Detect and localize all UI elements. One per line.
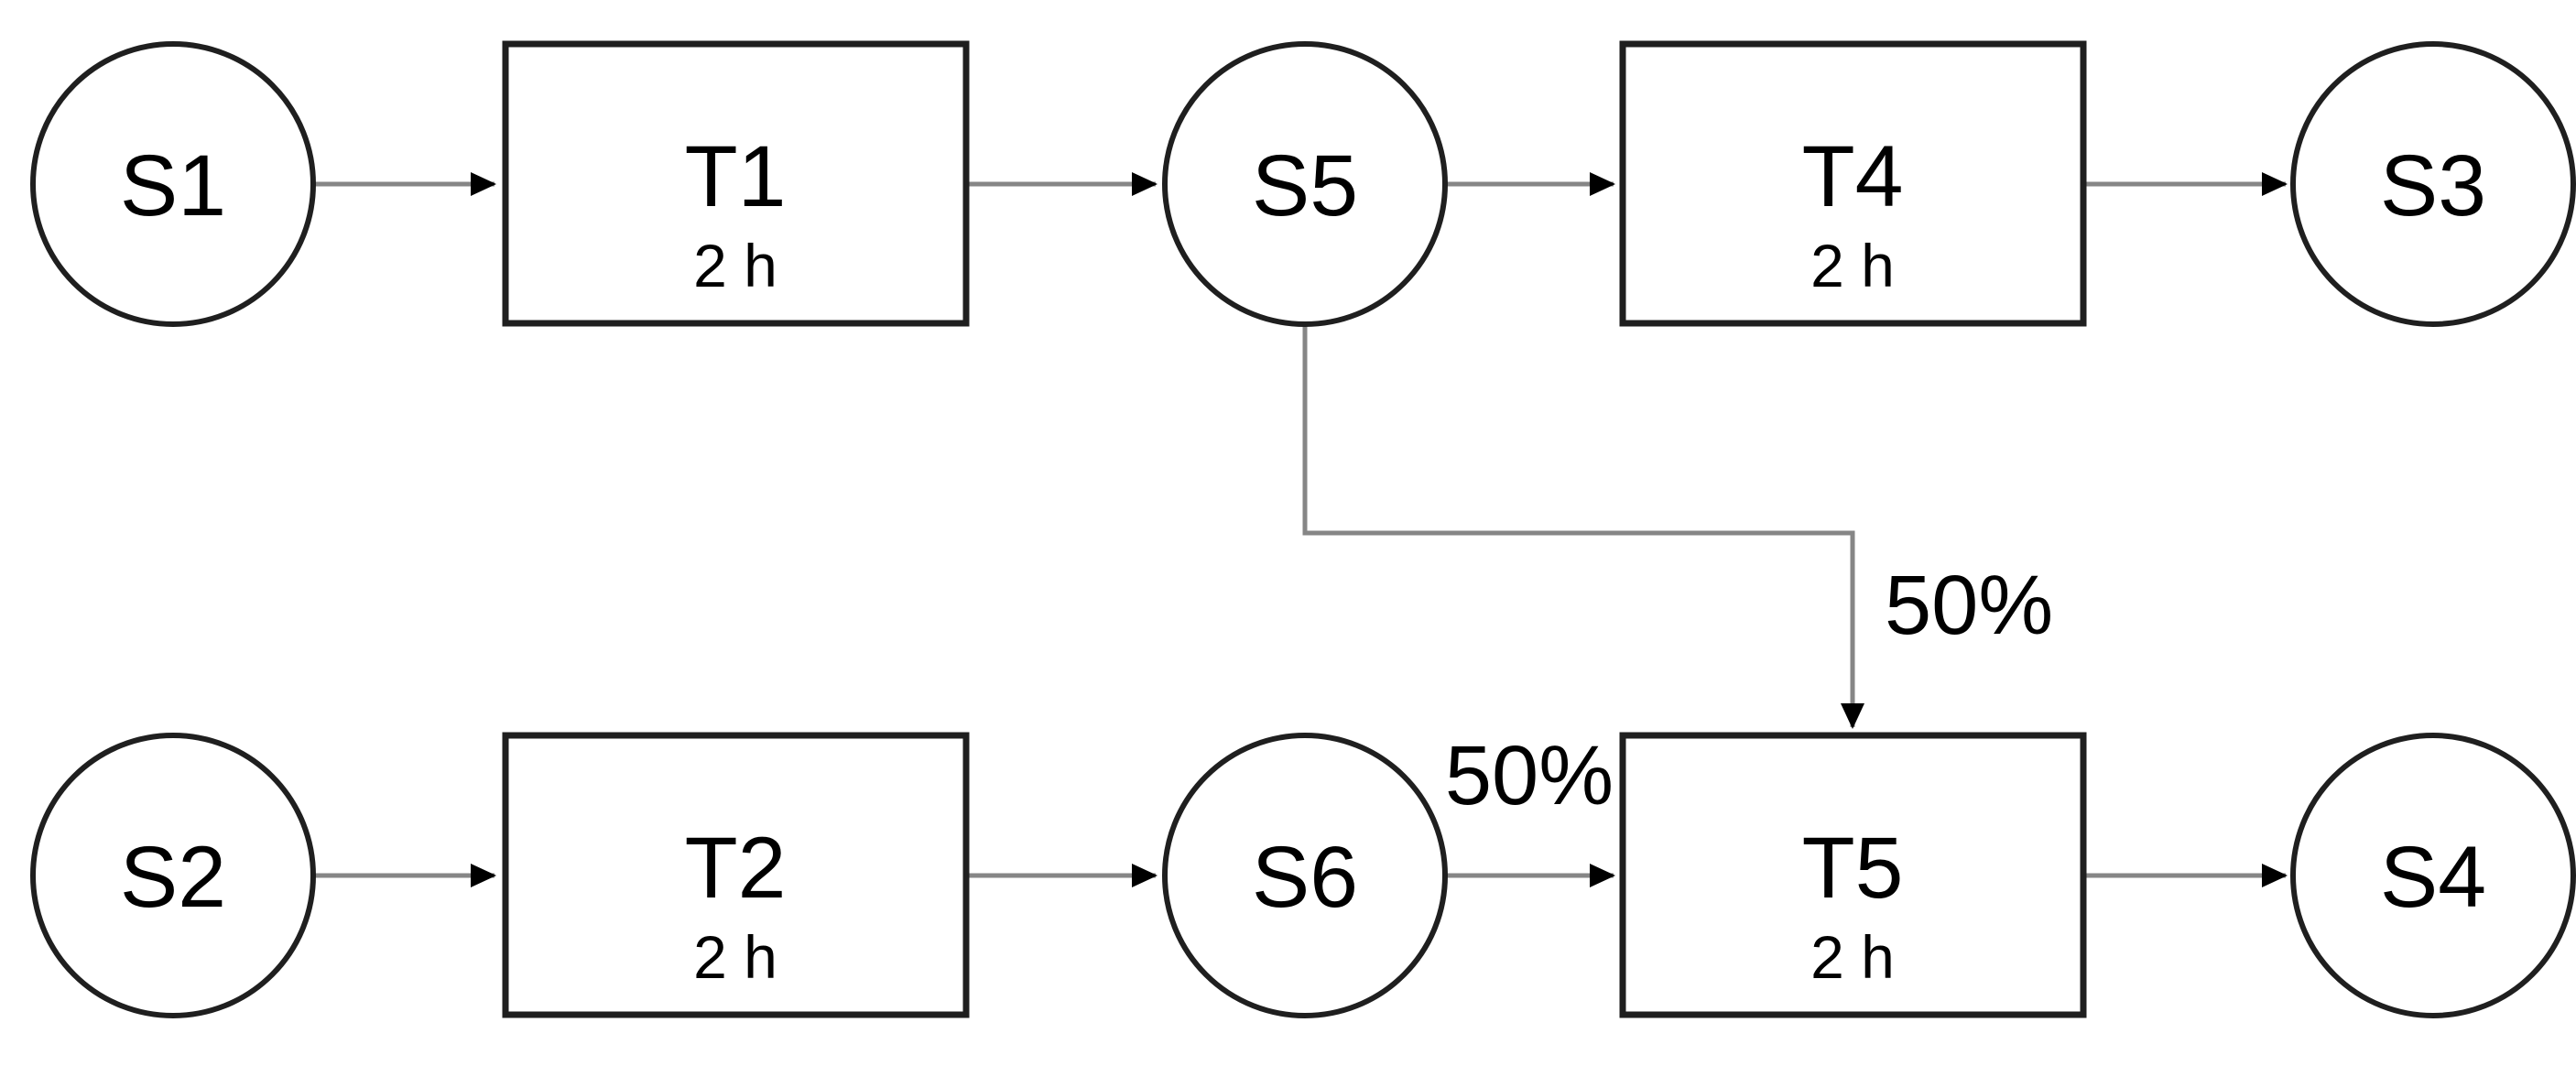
task-t4-duration: 2 h bbox=[1810, 232, 1895, 299]
state-s2: S2 bbox=[30, 733, 316, 1018]
task-t2: T2 2 h bbox=[502, 732, 970, 1018]
edge-label-s5-t5: 50% bbox=[1885, 559, 2053, 652]
state-s2-circle bbox=[30, 733, 316, 1018]
state-s6-label: S6 bbox=[1252, 829, 1358, 926]
state-s5-label: S5 bbox=[1252, 137, 1358, 234]
state-s5: S5 bbox=[1162, 41, 1448, 327]
task-t1-duration: 2 h bbox=[693, 232, 777, 299]
task-t1-box bbox=[502, 40, 970, 327]
state-s3: S3 bbox=[2290, 41, 2576, 327]
state-s1-label: S1 bbox=[120, 137, 226, 234]
state-s4: S4 bbox=[2290, 733, 2576, 1018]
state-s4-label: S4 bbox=[2380, 829, 2486, 926]
task-t4-box bbox=[1619, 40, 2087, 327]
state-s3-label: S3 bbox=[2380, 137, 2486, 234]
state-s6: S6 bbox=[1162, 733, 1448, 1018]
state-s5-circle bbox=[1162, 41, 1448, 327]
task-t5-box bbox=[1619, 732, 2087, 1018]
task-t2-box bbox=[502, 732, 970, 1018]
task-t5-duration: 2 h bbox=[1810, 923, 1895, 991]
state-s1: S1 bbox=[30, 41, 316, 327]
task-t2-duration: 2 h bbox=[693, 923, 777, 991]
task-t4-label: T4 bbox=[1802, 128, 1904, 225]
state-s6-circle bbox=[1162, 733, 1448, 1018]
task-t1: T1 2 h bbox=[502, 40, 970, 327]
task-t5: T5 2 h bbox=[1619, 732, 2087, 1018]
task-t1-label: T1 bbox=[685, 128, 787, 225]
state-s2-label: S2 bbox=[120, 829, 226, 926]
connectors bbox=[315, 172, 2288, 887]
task-t4: T4 2 h bbox=[1619, 40, 2087, 327]
state-s3-circle bbox=[2290, 41, 2576, 327]
task-t5-label: T5 bbox=[1802, 820, 1904, 917]
state-s1-circle bbox=[30, 41, 316, 327]
connector-s5-t5 bbox=[1302, 326, 1864, 729]
edge-label-s6-t5: 50% bbox=[1445, 729, 1614, 822]
task-t2-label: T2 bbox=[685, 820, 787, 917]
state-s4-circle bbox=[2290, 733, 2576, 1018]
